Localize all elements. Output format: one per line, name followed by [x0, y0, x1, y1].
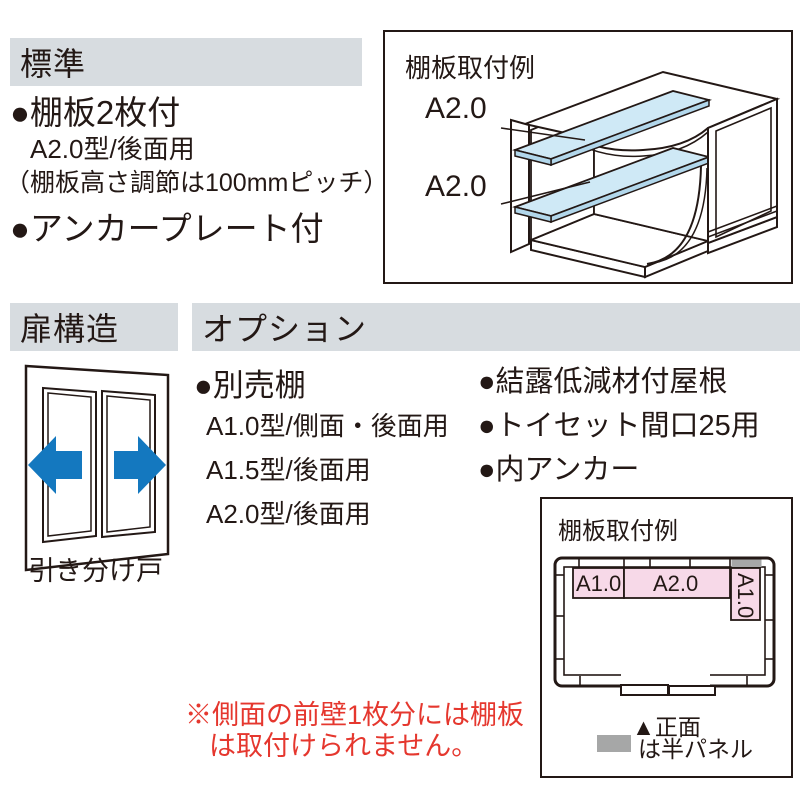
options-header-label: オプション	[202, 311, 368, 347]
option-shelf-type-3: A2.0型/後面用	[206, 499, 371, 529]
shelf-label-lower: A2.0	[425, 170, 487, 203]
option-separate-shelf: ●別売棚	[194, 368, 306, 403]
shelf-example-top-title: 棚板取付例	[405, 53, 536, 83]
option-extra-3: ●内アンカー	[478, 454, 640, 486]
plan-label-center: A2.0	[653, 571, 698, 596]
front-wall-cut-curve-2	[652, 167, 708, 264]
lower-shelf-end	[514, 206, 552, 223]
floor-plan-drawing: A1.0 A2.0 A1.0	[553, 556, 776, 696]
door-track-1	[707, 210, 778, 238]
left-door-panel-inner	[47, 392, 92, 537]
shelf-label-upper: A2.0	[425, 92, 487, 125]
door-track-2	[707, 205, 778, 233]
restriction-note-line1: ※側面の前壁1枚分には棚板	[185, 700, 525, 730]
right-door-panel-inner	[106, 395, 151, 533]
option-extra-2: ●トイセット間口25用	[478, 410, 760, 442]
option-shelf-type-1: A1.0型/側面・後面用	[206, 411, 449, 441]
standard-anchor-item: ●アンカープレート付	[10, 210, 324, 247]
door-structure-header-label: 扉構造	[20, 311, 120, 347]
standard-shelf-note: （棚板高さ調節は100mmピッチ）	[5, 169, 389, 197]
front-door-face	[707, 97, 778, 245]
arrow-right-icon	[114, 436, 166, 494]
plan-door-leaf-left	[620, 684, 669, 696]
standard-header-label: 標準	[20, 46, 87, 82]
plan-label-right: A1.0	[733, 573, 758, 618]
standard-header: 標準	[10, 38, 362, 86]
standard-shelf-item: ●棚板2枚付	[10, 94, 181, 131]
option-extra-1: ●結露低減材付屋根	[478, 366, 728, 398]
door-caption: 引き分け戸	[28, 556, 163, 586]
plan-label-left: A1.0	[576, 571, 621, 596]
door-opening	[621, 674, 710, 685]
arrow-left-icon	[28, 436, 82, 494]
front-indicator: ▲正面	[632, 714, 701, 740]
plan-door-leaf-right	[668, 685, 716, 696]
left-wall-remnant	[510, 118, 530, 254]
leader-lower	[500, 181, 591, 205]
shelf-example-box-top: 棚板取付例 A2.0 A2.0	[383, 30, 793, 284]
half-panel	[731, 559, 762, 567]
sliding-door-diagram	[24, 364, 170, 572]
half-panel-legend-swatch	[597, 735, 631, 752]
leader-upper	[500, 127, 586, 141]
option-shelf-type-2: A1.5型/後面用	[206, 455, 371, 485]
restriction-note-line2: は取付けられません。	[209, 731, 479, 761]
half-panel-legend-label: は半パネル	[638, 736, 753, 762]
upper-shelf-end	[514, 149, 552, 166]
door-panel	[715, 106, 772, 239]
shelf-example-plan-title: 棚板取付例	[558, 518, 678, 545]
shed-cutaway-drawing	[500, 70, 781, 279]
standard-shelf-type: A2.0型/後面用	[30, 134, 195, 164]
plan-shelf-left	[572, 567, 625, 599]
plan-shelf-right	[730, 567, 761, 621]
front-wall-cut-curve	[646, 165, 702, 265]
door-structure-header: 扉構造	[10, 303, 178, 351]
plan-shelf-center	[623, 567, 731, 599]
shelf-example-box-plan: A1.0 A2.0 A1.0 棚板取付例 ▲正面 は半パネル	[540, 497, 793, 778]
options-header: オプション	[192, 303, 800, 351]
